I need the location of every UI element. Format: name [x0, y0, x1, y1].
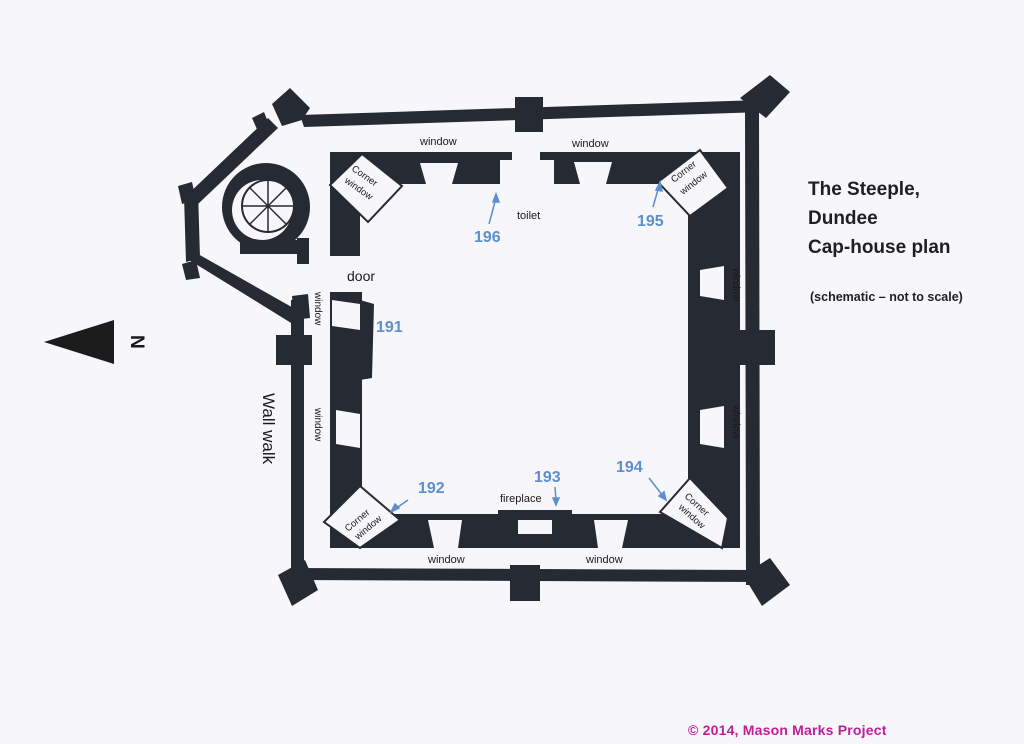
label-window-bottom-left: window: [427, 554, 465, 566]
label-wall-walk: Wall walk: [259, 393, 278, 465]
corner-window-nw: [328, 152, 404, 224]
label-window-left-lower: window: [312, 407, 323, 442]
outer-wall: [178, 75, 790, 606]
corner-window-ne: [656, 148, 730, 218]
plan-subtitle: (schematic – not to scale): [810, 290, 963, 304]
label-window-top-left: window: [419, 136, 457, 148]
north-label: N: [126, 335, 147, 349]
corner-window-se: [658, 476, 730, 550]
plan-title-line-1: The Steeple,: [808, 179, 920, 200]
plan-title: The Steeple, Dundee Cap-house plan: [808, 175, 951, 262]
plan-title-line-2: Dundee: [808, 208, 878, 229]
label-toilet: toilet: [517, 210, 540, 222]
mark-195: 195: [637, 213, 664, 230]
copyright-notice: © 2014, Mason Marks Project: [688, 722, 887, 738]
mark-196: 196: [474, 229, 501, 246]
mark-194: 194: [616, 459, 643, 476]
corner-window-sw: [322, 484, 402, 550]
plan-title-line-3: Cap-house plan: [808, 237, 951, 258]
mark-193: 193: [534, 469, 561, 486]
label-window-left-upper: window: [312, 291, 323, 326]
label-window-right-lower: window: [730, 404, 741, 439]
label-window-right-upper: window: [730, 267, 741, 302]
label-window-bottom-right: window: [585, 554, 623, 566]
mark-arrows: [389, 179, 668, 514]
mark-192: 192: [418, 480, 445, 497]
label-fireplace: fireplace: [500, 493, 542, 505]
window-openings: [330, 152, 724, 548]
label-window-top-right: window: [571, 138, 609, 150]
triangle-left-arrow-icon: [44, 320, 114, 364]
label-door: door: [347, 268, 375, 284]
mark-191: 191: [376, 319, 403, 336]
spiral-stair-icon: [222, 163, 310, 264]
